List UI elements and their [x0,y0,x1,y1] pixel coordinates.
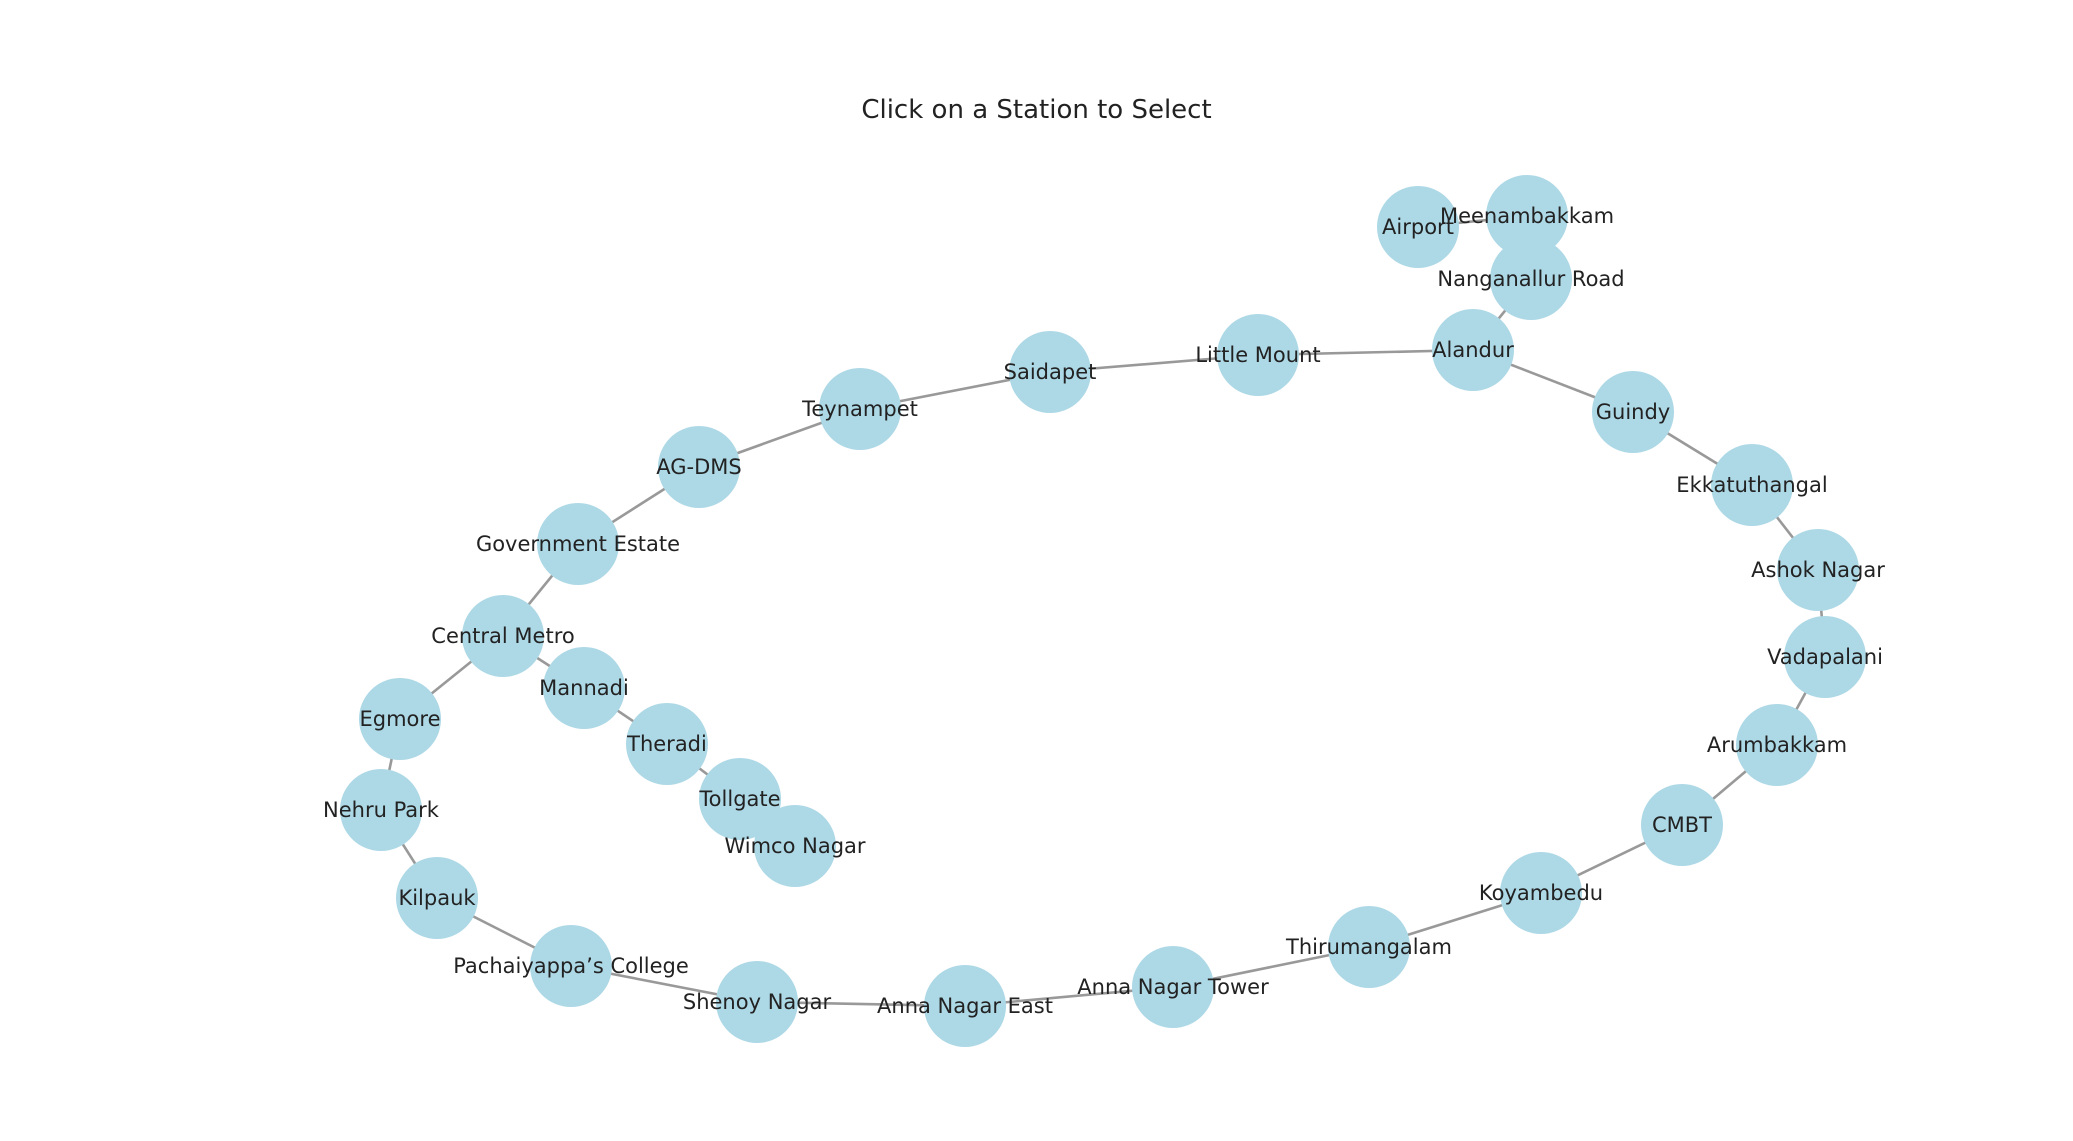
station-label-alandur[interactable]: Alandur [1432,338,1514,362]
station-node-cmbt[interactable] [1641,784,1723,866]
station-node-arumbakkam[interactable] [1736,704,1818,786]
station-node-government-estate[interactable] [537,503,619,585]
station-label-saidapet[interactable]: Saidapet [1004,360,1097,384]
station-node-central-metro[interactable] [462,595,544,677]
station-node-ag-dms[interactable] [658,426,740,508]
station-label-government-estate[interactable]: Government Estate [476,532,680,556]
station-node-saidapet[interactable] [1009,331,1091,413]
station-node-airport[interactable] [1377,186,1459,268]
station-node-nehru-park[interactable] [340,769,422,851]
station-label-theradi[interactable]: Theradi [626,732,707,756]
station-label-koyambedu[interactable]: Koyambedu [1479,881,1603,905]
station-label-guindy[interactable]: Guindy [1596,400,1670,424]
station-label-cmbt[interactable]: CMBT [1652,813,1712,837]
station-node-egmore[interactable] [359,678,441,760]
station-label-central-metro[interactable]: Central Metro [431,624,574,648]
station-label-teynampet[interactable]: Teynampet [801,397,918,421]
station-node-meenambakkam[interactable] [1486,175,1568,257]
station-node-mannadi[interactable] [543,647,625,729]
station-label-kilpauk[interactable]: Kilpauk [398,886,476,910]
station-node-ekkatuthangal[interactable] [1711,444,1793,526]
station-node-vadapalani[interactable] [1784,616,1866,698]
station-node-guindy[interactable] [1592,371,1674,453]
edges-layer [379,214,1827,1008]
station-label-ashok-nagar[interactable]: Ashok Nagar [1751,558,1885,582]
station-node-anna-nagar-east[interactable] [924,965,1006,1047]
station-label-airport[interactable]: Airport [1382,215,1454,239]
station-label-anna-nagar-tower[interactable]: Anna Nagar Tower [1077,975,1269,999]
station-label-egmore[interactable]: Egmore [360,707,441,731]
station-node-wimco-nagar[interactable] [754,805,836,887]
station-label-thirumangalam[interactable]: Thirumangalam [1285,935,1452,959]
station-node-anna-nagar-tower[interactable] [1132,946,1214,1028]
station-node-teynampet[interactable] [819,368,901,450]
station-node-thirumangalam[interactable] [1328,906,1410,988]
station-node-theradi[interactable] [626,703,708,785]
figure-title: Click on a Station to Select [861,95,1212,125]
station-label-wimco-nagar[interactable]: Wimco Nagar [724,834,865,858]
station-label-little-mount[interactable]: Little Mount [1195,343,1320,367]
station-node-tollgate[interactable] [699,758,781,840]
station-node-pachaiyappa-s-college[interactable] [530,925,612,1007]
station-label-nanganallur-road[interactable]: Nanganallur Road [1437,267,1624,291]
station-label-arumbakkam[interactable]: Arumbakkam [1707,733,1847,757]
station-label-meenambakkam[interactable]: Meenambakkam [1440,204,1614,228]
station-label-ekkatuthangal[interactable]: Ekkatuthangal [1676,473,1827,497]
station-label-tollgate[interactable]: Tollgate [698,787,780,811]
station-label-nehru-park[interactable]: Nehru Park [323,798,440,822]
station-node-alandur[interactable] [1432,309,1514,391]
station-label-pachaiyappa-s-college[interactable]: Pachaiyappa’s College [453,954,689,978]
station-node-shenoy-nagar[interactable] [716,961,798,1043]
station-label-vadapalani[interactable]: Vadapalani [1767,645,1883,669]
station-node-little-mount[interactable] [1217,314,1299,396]
station-node-kilpauk[interactable] [396,857,478,939]
station-label-mannadi[interactable]: Mannadi [539,676,629,700]
station-label-shenoy-nagar[interactable]: Shenoy Nagar [683,990,832,1014]
station-label-ag-dms[interactable]: AG-DMS [656,455,741,479]
station-node-ashok-nagar[interactable] [1777,529,1859,611]
station-node-nanganallur-road[interactable] [1490,238,1572,320]
station-node-koyambedu[interactable] [1500,852,1582,934]
station-label-anna-nagar-east[interactable]: Anna Nagar East [877,994,1053,1018]
